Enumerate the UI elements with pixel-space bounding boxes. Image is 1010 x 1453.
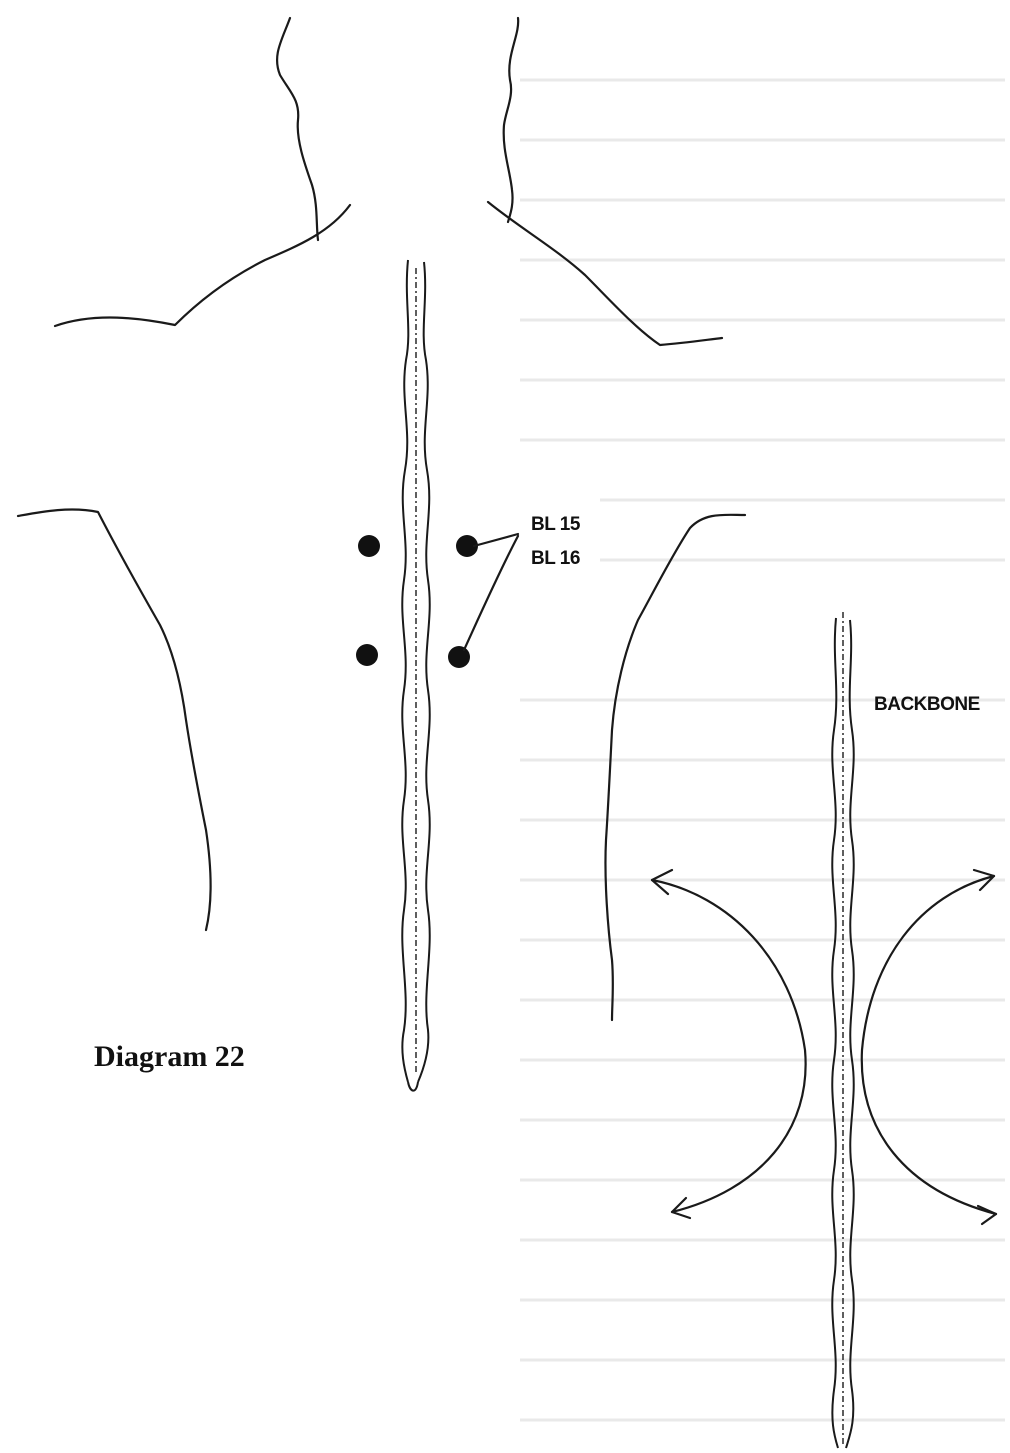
label-bl15: BL 15 xyxy=(531,514,581,535)
diagram-caption: Diagram 22 xyxy=(94,1040,245,1073)
shoulder-left-outline xyxy=(55,205,350,326)
neck-right-outline xyxy=(504,18,519,222)
point-right-lower xyxy=(448,646,470,668)
torso-left-outline xyxy=(18,509,211,930)
spine-main xyxy=(402,260,429,1091)
arrow-right-curve xyxy=(862,870,996,1224)
torso-right-outline xyxy=(605,515,745,1020)
background-ghost-text xyxy=(520,80,1005,1420)
arrow-left-curve xyxy=(652,870,806,1218)
label-bl16: BL 16 xyxy=(531,548,580,569)
shoulder-right-outline xyxy=(488,202,722,345)
label-backbone: BACKBONE xyxy=(874,694,980,715)
leader-line-bl15 xyxy=(474,534,518,546)
point-left-upper xyxy=(358,535,380,557)
spine-detail xyxy=(832,612,853,1448)
point-left-lower xyxy=(356,644,378,666)
neck-left-outline xyxy=(277,18,318,240)
